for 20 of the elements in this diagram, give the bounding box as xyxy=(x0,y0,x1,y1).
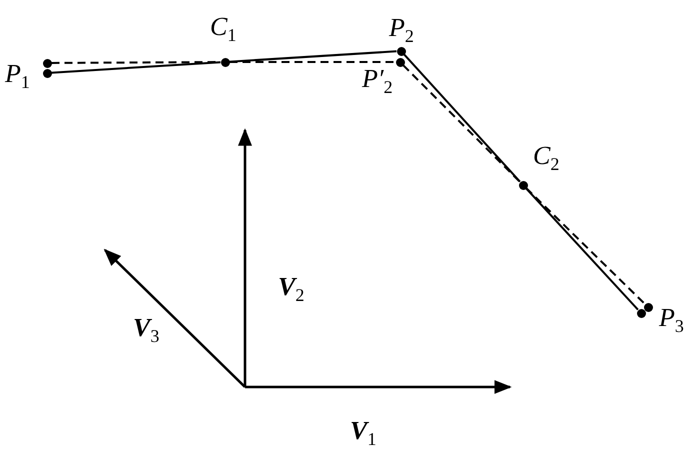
vector-label: V$_{2}$ xyxy=(278,274,304,304)
point-label: P$_{2}$ xyxy=(389,15,414,46)
point-dot xyxy=(42,58,52,68)
vector-label: V$_{1}$ xyxy=(350,418,376,448)
vector-label: V$_{3}$ xyxy=(133,315,160,346)
point-dot xyxy=(42,68,52,78)
point-dot xyxy=(396,46,406,56)
point-label: P$_{3}$ xyxy=(659,305,684,336)
point-label: P$_{1}$ xyxy=(5,61,30,92)
point-label: C$_{2}$ xyxy=(533,143,560,174)
point-label: C$_{1}$ xyxy=(210,14,236,44)
point-dot xyxy=(644,302,652,312)
point-dot xyxy=(396,58,404,66)
line xyxy=(229,50,397,63)
dashed-line xyxy=(230,61,396,63)
point-dot xyxy=(518,180,528,190)
point-dot xyxy=(220,58,230,66)
point-dot xyxy=(636,308,646,318)
point-label: P′$_{2}$ xyxy=(362,66,393,96)
line xyxy=(51,61,221,74)
